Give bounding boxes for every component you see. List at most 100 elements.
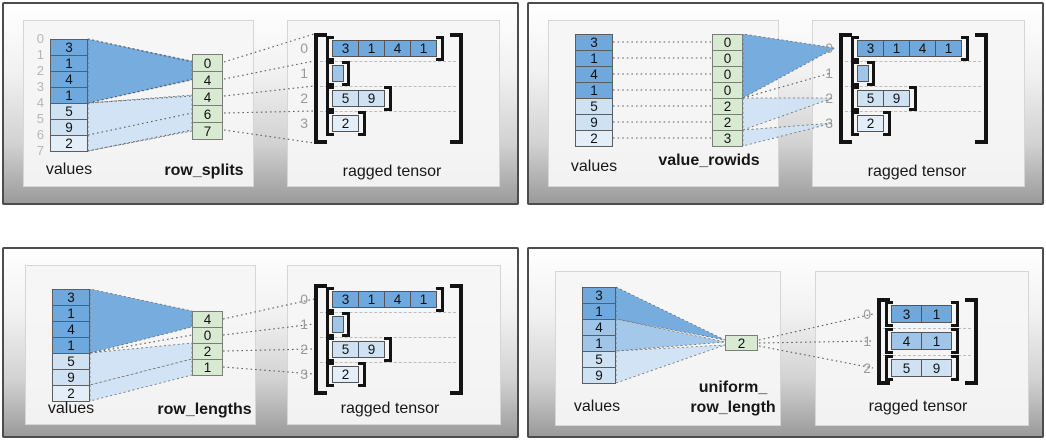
row-separator: [320, 312, 456, 313]
open-bracket-icon: [326, 111, 334, 136]
value-index-label: 2: [36, 63, 44, 78]
value-cell: 4: [50, 71, 88, 88]
param-cell: 0: [712, 50, 743, 67]
row-separator: [845, 61, 981, 62]
method-label: value_rowids: [658, 152, 760, 169]
close-bracket-icon: [867, 61, 875, 86]
open-bracket-icon: [885, 328, 893, 354]
value-cell: 1: [582, 335, 616, 352]
tensor-close-bracket-icon: [450, 284, 463, 395]
tensor-row: 2: [326, 362, 444, 387]
param-column: 2: [725, 335, 758, 351]
param-cell: 2: [712, 114, 743, 131]
empty-row-fill: [332, 65, 344, 82]
open-bracket-icon: [885, 301, 893, 327]
close-bracket-icon: [951, 301, 959, 327]
tensor-cell: 5: [332, 341, 359, 358]
values-label: values: [45, 161, 93, 178]
ragged-tensor-label: ragged tensor: [867, 163, 967, 180]
tensor-cell: 1: [358, 40, 385, 57]
value-cell: 9: [582, 367, 616, 384]
param-cell: 4: [192, 88, 223, 106]
close-bracket-icon: [358, 362, 366, 387]
value-cell: 1: [575, 50, 613, 67]
method-label: row_lengths: [157, 401, 252, 418]
ragged-tensor-label: ragged tensor: [340, 400, 440, 417]
close-bracket-icon: [951, 328, 959, 354]
tensor-cell: 4: [909, 40, 936, 57]
tensor-open-bracket-icon: [314, 284, 327, 395]
tensor-cell: 9: [883, 90, 910, 107]
value-cell: 9: [52, 369, 90, 386]
values-label: values: [570, 158, 618, 175]
row-separator: [320, 362, 456, 363]
value-cell: 1: [575, 82, 613, 99]
value-cell: 5: [575, 98, 613, 115]
close-bracket-icon: [436, 287, 444, 312]
value-cell: 2: [50, 135, 88, 152]
tensor-cell: 2: [332, 115, 359, 132]
param-cell: 0: [192, 327, 223, 344]
tensor-cell: 5: [332, 90, 359, 107]
value-cell: 5: [52, 353, 90, 370]
param-cell: 3: [712, 130, 743, 147]
empty-row-fill: [332, 316, 344, 333]
value-cell: 1: [582, 303, 616, 320]
tensor-close-bracket-icon: [975, 33, 988, 144]
value-cell: 1: [52, 305, 90, 322]
row-separator: [883, 328, 971, 329]
value-cell: 1: [50, 87, 88, 104]
open-bracket-icon: [326, 312, 334, 337]
value-index-label: 4: [36, 95, 44, 110]
tensor-row-index: 2: [825, 90, 833, 106]
tensor-row-index: 1: [300, 65, 308, 81]
tensor-row-index: 0: [300, 40, 308, 56]
tensor-cell: 1: [921, 305, 952, 323]
values-label: values: [47, 400, 95, 417]
open-bracket-icon: [851, 36, 859, 61]
tensor-cell: 9: [921, 359, 952, 377]
tensor-open-bracket-icon: [839, 33, 852, 144]
tensor-row-index: 0: [825, 40, 833, 56]
tensor-cell: 5: [857, 90, 884, 107]
open-bracket-icon: [851, 61, 859, 86]
tensor-row-index: 2: [300, 90, 308, 106]
param-cell: 1: [192, 359, 223, 376]
close-bracket-icon: [358, 111, 366, 136]
close-bracket-icon: [961, 36, 969, 61]
param-cell: 2: [712, 98, 743, 115]
tensor-row-index: 2: [300, 341, 308, 357]
tensor-row-index: 1: [300, 316, 308, 332]
open-bracket-icon: [326, 337, 334, 362]
tensor-cell: 3: [891, 305, 922, 323]
tensor-cell: 4: [891, 332, 922, 350]
tensor-row: [326, 61, 444, 86]
value-index-label: 5: [36, 111, 44, 126]
tensor-row-index: 0: [863, 306, 871, 322]
tensor-open-bracket-icon: [877, 298, 890, 385]
param-cell: 0: [192, 54, 223, 72]
values-label: values: [573, 398, 621, 415]
close-bracket-icon: [342, 61, 350, 86]
tensor-row-index: 3: [825, 115, 833, 131]
tensor-cell: 9: [358, 90, 385, 107]
